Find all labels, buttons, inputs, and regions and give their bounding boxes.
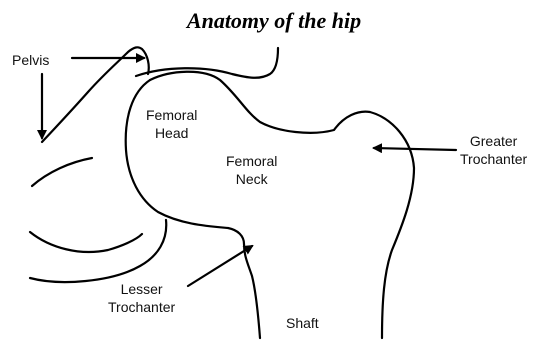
- pelvis-outline: [42, 47, 149, 142]
- label-greater-trochanter-line1: Greater: [460, 132, 527, 150]
- label-lesser-trochanter-line1: Lesser: [108, 280, 175, 298]
- greater-trochanter-arrow: [374, 148, 456, 150]
- label-pelvis: Pelvis: [12, 51, 49, 69]
- label-lesser-trochanter-line2: Trochanter: [108, 298, 175, 316]
- label-femoral-neck-line2: Neck: [226, 170, 277, 188]
- label-greater-trochanter-line2: Trochanter: [460, 150, 527, 168]
- lesser-trochanter-arrow: [188, 246, 252, 286]
- label-femoral-head-line1: Femoral: [146, 106, 197, 124]
- pelvis-lower-curve: [30, 232, 142, 252]
- label-femoral-head-line2: Head: [146, 124, 197, 142]
- label-femoral-neck: Femoral Neck: [226, 152, 277, 188]
- label-lesser-trochanter: Lesser Trochanter: [108, 280, 175, 316]
- label-greater-trochanter: Greater Trochanter: [460, 132, 527, 168]
- label-femoral-head: Femoral Head: [146, 106, 197, 142]
- pelvis-inner-curve: [32, 158, 92, 186]
- label-femoral-neck-line1: Femoral: [226, 152, 277, 170]
- label-shaft: Shaft: [286, 314, 319, 332]
